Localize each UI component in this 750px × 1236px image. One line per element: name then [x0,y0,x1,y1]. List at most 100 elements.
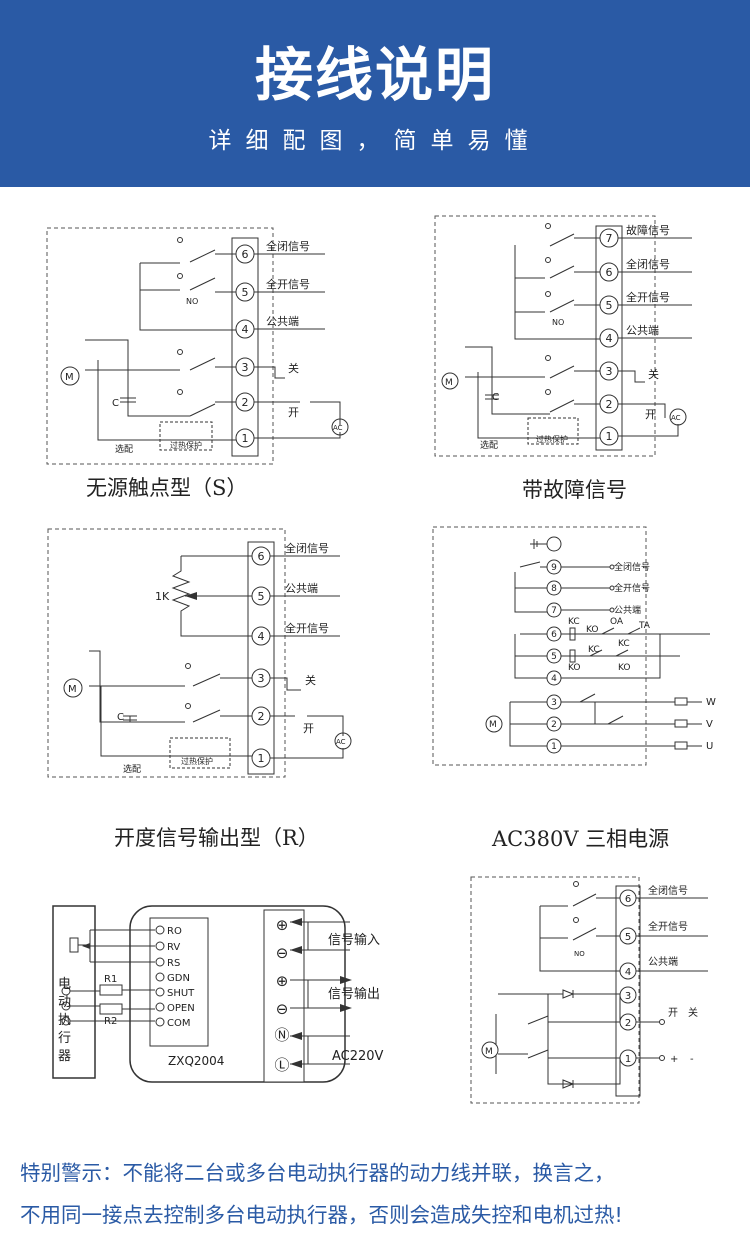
label-cap-3: C [117,712,124,723]
pin-gdn: GDN [167,973,190,984]
ac-label-common: 公共端 [614,604,641,616]
caption-fault-signal: 带故障信号 [522,478,627,502]
controller-model: ZXQ2004 [168,1054,224,1068]
ac-label-ko-3: KO [618,663,631,673]
label-open-signal-3: 全开信号 [285,621,329,635]
pin-com: COM [167,1018,190,1029]
ac-label-ko-1: KO [586,625,599,635]
b-label-common: 公共端 [648,955,678,968]
term-plus-out: ⊕ [276,972,289,990]
label-ac: AC [333,424,343,432]
b-terminal-1: 1 [625,1054,631,1065]
term-plus-in: ⊕ [276,916,289,934]
b-label-closed-signal: 全闭信号 [648,884,688,897]
b-label-minus: - [690,1054,694,1065]
terminal-5: 5 [242,286,249,299]
label-close: 关 [288,361,299,375]
label-closed-signal-3: 全闭信号 [285,541,329,555]
caption-s-type: 无源触点型（S） [86,476,248,500]
label-motor-3: M [68,684,77,695]
b-label-motor: M [485,1047,493,1057]
r-terminal-1: 1 [258,752,265,765]
pin-rv: RV [167,942,180,953]
fault-terminal-5: 5 [606,299,613,312]
label-ac220v: AC220V [332,1049,384,1064]
ac-terminal-6: 6 [551,630,557,640]
label-open-3: 开 [303,722,314,735]
label-closed-signal-2: 全闭信号 [626,257,670,271]
warning-line-2: 不用同一接点去控制多台电动执行器，否则会造成失控和电机过热! [20,1203,623,1227]
label-cap-2: C [492,392,499,403]
b-label-no: NO [574,950,585,958]
r-terminal-4: 4 [258,630,265,643]
label-open-signal: 全开信号 [266,277,310,291]
ac-label-motor: M [489,720,497,730]
label-motor-2: M [445,378,453,388]
ac-terminal-1: 1 [551,742,557,752]
diagram-controller: RO RV RS GDN SHUT OPEN COM ZXQ2004 R1 R2… [50,900,420,1090]
b-terminal-5: 5 [625,932,631,943]
caption-r-type: 开度信号输出型（R） [114,826,319,850]
label-thermal: 过热保护 [170,440,202,450]
term-minus-in: ⊖ [276,944,289,962]
terminal-6: 6 [242,248,249,261]
b-terminal-6: 6 [625,894,631,905]
label-signal-in: 信号输入 [328,932,380,948]
r-terminal-5: 5 [258,590,265,603]
fault-terminal-3: 3 [606,365,613,378]
warning-line-1: 特别警示：不能将二台或多台电动执行器的动力线并联，换言之， [20,1161,615,1185]
label-open-2: 开 [645,408,656,421]
fault-terminal-6: 6 [606,266,613,279]
label-common-3: 公共端 [285,582,318,595]
b-label-plus: + [670,1054,678,1065]
r-terminal-6: 6 [258,550,265,563]
ac-label-open-signal: 全开信号 [614,582,650,594]
fault-terminal-7: 7 [606,232,613,245]
ac-label-kc-1: KC [568,617,580,627]
page-title: 接线说明 [254,41,495,109]
term-l: Ⓛ [274,1056,289,1074]
pin-open: OPEN [167,1003,195,1014]
page-subtitle: 详细配图，简单易懂 [208,128,542,154]
ac-terminal-7: 7 [551,606,557,616]
b-label-open-signal: 全开信号 [648,920,688,933]
ac-label-v: V [706,719,713,730]
label-ac-2: AC [671,414,681,422]
terminal-3: 3 [242,361,249,374]
ac-terminal-3: 3 [551,698,557,708]
label-pot: 1K [155,590,170,603]
fault-terminal-4: 4 [606,332,613,345]
label-select-3: 选配 [123,763,141,775]
diagram-dual-switch: 6 5 4 3 2 1 全闭信号 全开信号 公共端 NO 开 关 + - M [468,874,730,1106]
ac-label-ko-2: KO [568,663,581,673]
ac-label-kc-3: KC [588,645,600,655]
fault-terminal-2: 2 [606,398,613,411]
r-terminal-2: 2 [258,710,265,723]
label-select-2: 选配 [480,439,498,451]
header-banner: 接线说明 详细配图，简单易懂 [0,0,750,187]
label-thermal-3: 过热保护 [181,756,213,766]
b-terminal-2: 2 [625,1018,631,1029]
diagram-r-type: 6 5 4 3 2 1 全闭信号 公共端 全开信号 关 开 1K M C 选配 … [45,526,365,780]
ac-label-kc-2: KC [618,639,630,649]
label-close-2: 关 [648,367,659,381]
label-close-3: 关 [305,673,316,687]
label-closed-signal: 全闭信号 [266,239,310,253]
ac-label-u: U [706,741,713,752]
b-label-open-close: 开 关 [668,1006,698,1019]
terminal-2: 2 [242,396,249,409]
term-n: Ⓝ [274,1026,289,1044]
label-motor: M [65,372,74,383]
pin-rs: RS [167,958,180,969]
r-terminal-3: 3 [258,672,265,685]
b-terminal-4: 4 [625,967,631,978]
label-no: NO [186,297,198,306]
label-common: 公共端 [266,315,299,328]
label-no-2: NO [552,318,564,327]
ac-terminal-2: 2 [551,720,557,730]
ac-label-oa: OA [610,617,624,627]
label-open: 开 [288,406,299,419]
label-select: 选配 [115,443,133,455]
label-signal-out: 信号输出 [328,986,380,1002]
ac-label-ta: TA [638,621,651,631]
